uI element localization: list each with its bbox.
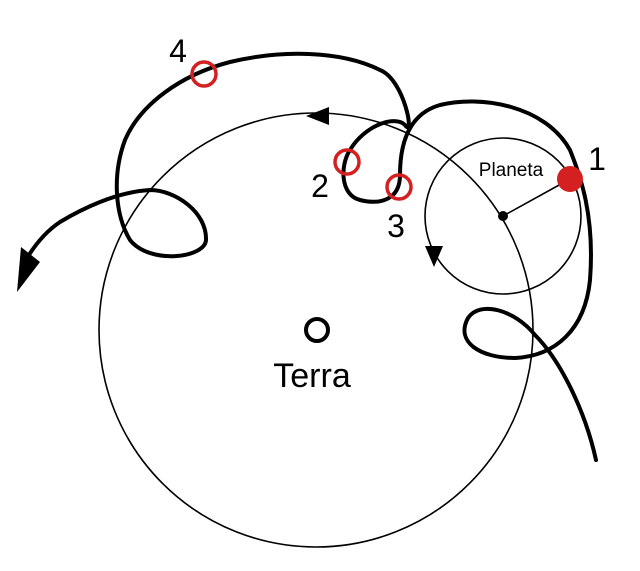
position-3-label: 3: [387, 208, 405, 244]
position-4-label: 4: [169, 33, 187, 69]
deferent-direction-arrow: [306, 107, 329, 125]
position-2-marker: [333, 148, 361, 176]
position-1-label: 1: [588, 141, 606, 177]
position-4-marker: [190, 60, 218, 88]
epicycle-center-dot: [498, 211, 508, 221]
position-3-marker: [385, 173, 413, 201]
position-1-marker: [557, 166, 583, 192]
earth-icon: [304, 317, 330, 343]
trajectory-end-arrowhead: [17, 247, 40, 292]
position-2-label: 2: [311, 168, 329, 204]
earth-label: Terra: [273, 357, 351, 395]
epicycle-circle: [424, 137, 582, 295]
epicycle-direction-arrow: [425, 246, 443, 267]
planet-label: Planeta: [479, 160, 544, 181]
